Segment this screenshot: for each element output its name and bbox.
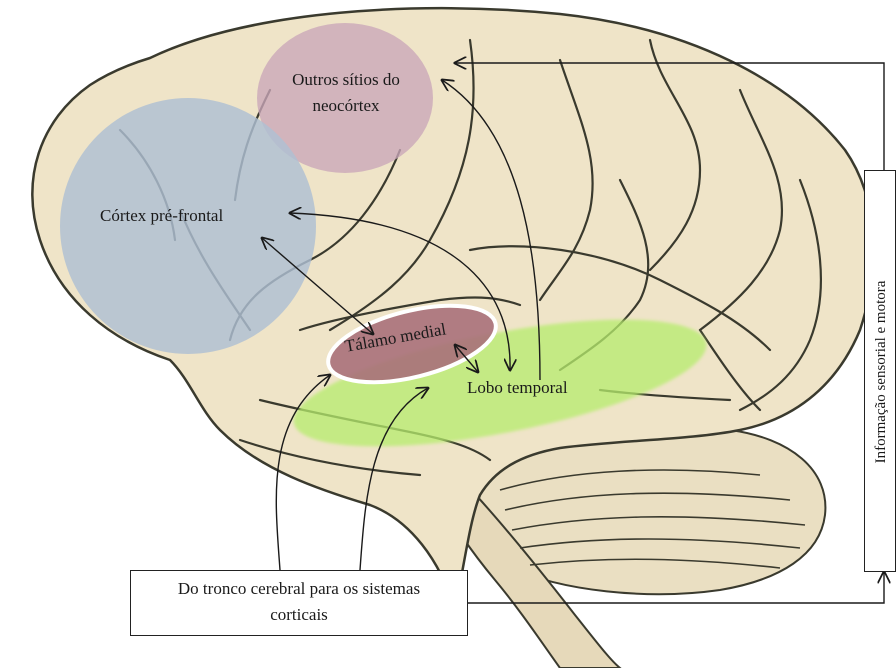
brainstem-label-line1: Do tronco cerebral para os sistemas [131, 576, 467, 602]
prefrontal-region [60, 98, 316, 354]
brainstem-box: Do tronco cerebral para os sistemas cort… [130, 570, 468, 636]
neocortex-label-line2: neocórtex [312, 96, 379, 115]
neocortex-label: Outros sítios do neocórtex [276, 67, 416, 119]
neocortex-label-line1: Outros sítios do [292, 70, 400, 89]
prefrontal-label: Córtex pré-frontal [100, 206, 223, 226]
temporal-label: Lobo temporal [467, 378, 568, 398]
brainstem-label-line2: corticais [131, 602, 467, 628]
sensory-box: Informação sensorial e motora [864, 170, 896, 572]
sensory-label: Informação sensorial e motora [871, 281, 891, 464]
